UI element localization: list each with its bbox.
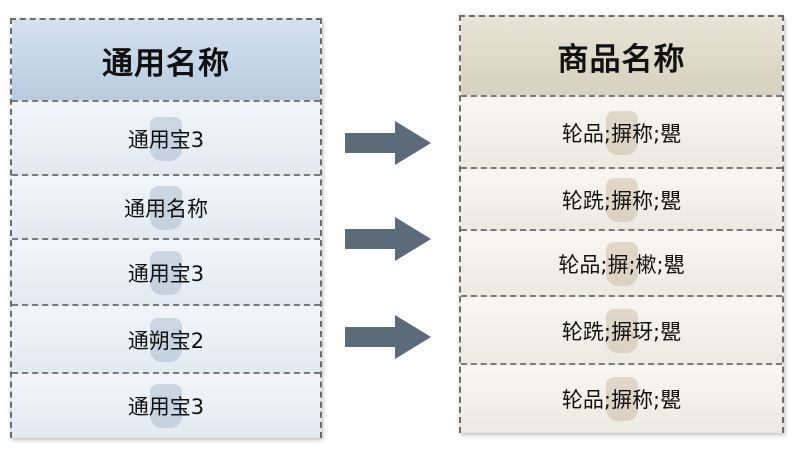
trade-name-header: 商品名称 <box>461 17 782 95</box>
bottle-icon <box>605 309 638 353</box>
arrow-shape <box>345 121 431 165</box>
trade-name-row: 轮跣;摒玡;甖 <box>461 295 782 365</box>
generic-name-row: 通用宝3 <box>12 372 320 438</box>
generic-name-row: 通朔宝2 <box>12 304 320 374</box>
bottle-icon <box>605 377 638 421</box>
generic-name-row: 通用宝3 <box>12 100 320 176</box>
bottle-icon <box>605 178 638 222</box>
trade-name-text: 轮品;摒称;甖 <box>561 122 682 146</box>
bottle-icon <box>605 111 638 155</box>
trade-name-text: 轮跣;摒称;甖 <box>561 189 682 213</box>
bottle-icon <box>150 186 182 230</box>
arrow-shape <box>345 217 431 261</box>
generic-name-text: 通用宝3 <box>127 262 205 286</box>
bottle-icon <box>605 242 638 286</box>
arrow-icon <box>345 121 431 165</box>
trade-name-text: 轮品;摒称;甖 <box>561 388 682 412</box>
trade-name-text: 轮品;摒;樕;甖 <box>558 253 685 277</box>
arrow-icon <box>345 217 431 261</box>
trade-name-row: 轮品;摒;樕;甖 <box>461 229 782 297</box>
generic-name-row: 通用名称 <box>12 174 320 240</box>
arrow-icon <box>345 315 431 359</box>
trade-name-row: 轮品;摒称;甖 <box>461 95 782 169</box>
bottle-icon <box>150 251 182 295</box>
trade-name-row: 轮跣;摒称;甖 <box>461 167 782 231</box>
trade-name-text: 轮跣;摒玡;甖 <box>561 320 682 344</box>
bottle-icon <box>150 318 182 362</box>
generic-name-text: 通用宝3 <box>127 395 205 419</box>
trade-name-row: 轮品;摒称;甖 <box>461 363 782 433</box>
generic-name-header: 通用名称 <box>12 20 320 100</box>
generic-name-panel: 通用名称 通用宝3 通用名称 通用宝3 通朔宝2 通用宝3 <box>10 18 322 438</box>
bottle-icon <box>150 117 182 161</box>
bottle-icon <box>150 384 182 428</box>
generic-name-row: 通用宝3 <box>12 238 320 306</box>
generic-name-text: 通用名称 <box>124 197 208 221</box>
trade-name-panel: 商品名称 轮品;摒称;甖 轮跣;摒称;甖 轮品;摒;樕;甖 轮跣;摒玡;甖 轮品… <box>459 15 784 433</box>
generic-name-text: 通用宝3 <box>127 128 205 152</box>
generic-name-text: 通朔宝2 <box>127 329 205 353</box>
arrow-shape <box>345 315 431 359</box>
